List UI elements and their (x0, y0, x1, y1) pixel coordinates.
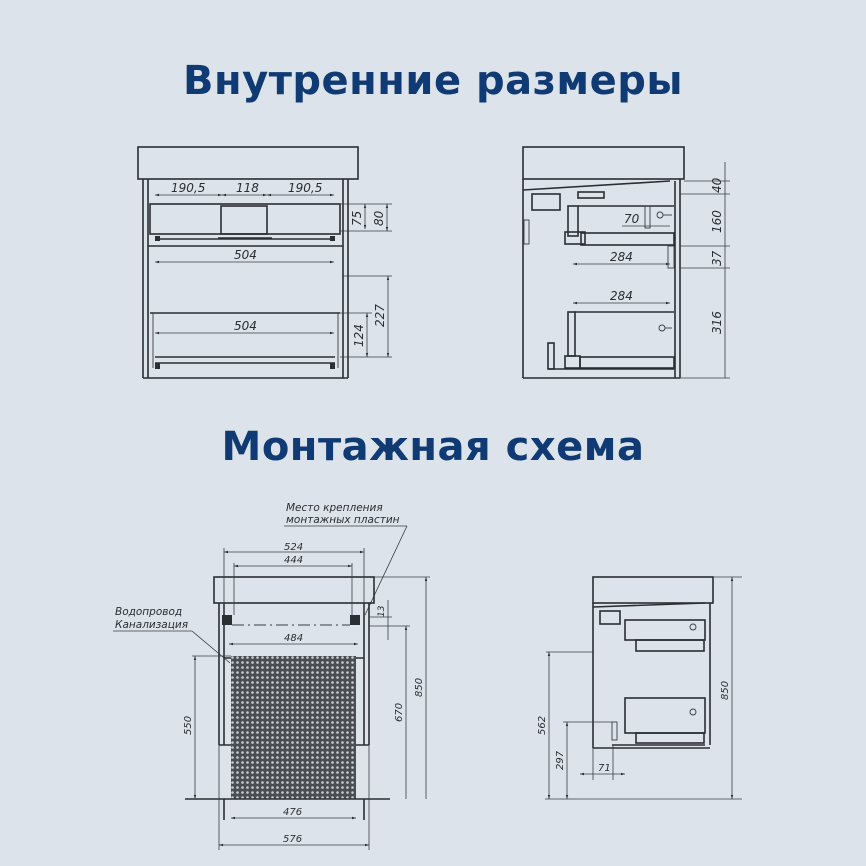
heading-internal-dimensions: Внутренние размеры (183, 58, 683, 104)
dim-cutout-70: 70 (624, 212, 640, 226)
dim-lower-drawer-width: 504 (234, 319, 257, 333)
dim-height-562: 562 (537, 716, 548, 735)
heading-mounting-scheme: Монтажная схема (221, 424, 645, 470)
dim-height-124: 124 (352, 324, 366, 347)
dim-height-670: 670 (394, 703, 405, 722)
dim-side-height-850: 850 (720, 681, 731, 700)
dim-height-40: 40 (710, 177, 724, 193)
dim-width-476: 476 (283, 807, 302, 818)
front-internal-view: 190,5 118 190,5 504 504 75 80 124 227 (137, 146, 392, 379)
dim-height-227: 227 (373, 304, 387, 327)
dim-width-484: 484 (284, 633, 303, 644)
dim-height-80: 80 (372, 210, 386, 226)
dim-height-316: 316 (710, 311, 724, 334)
dim-right-width: 190,5 (288, 181, 322, 195)
dim-center-width: 118 (236, 181, 259, 195)
dim-offset-13: 13 (377, 605, 387, 617)
dim-height-37: 37 (710, 250, 724, 266)
dim-height-75: 75 (350, 211, 364, 226)
dim-height-160: 160 (710, 210, 724, 233)
dim-height-297: 297 (555, 750, 566, 770)
dim-left-width: 190,5 (171, 181, 205, 195)
dim-lower-depth: 284 (610, 289, 633, 303)
dim-height-550: 550 (183, 716, 194, 735)
dim-upper-depth: 284 (610, 250, 633, 264)
label-utilities-2: Канализация (115, 619, 188, 631)
dim-width-576: 576 (283, 834, 302, 845)
dim-upper-drawer-width: 504 (234, 248, 257, 262)
label-utilities-1: Водопровод (115, 606, 182, 618)
dim-offset-71: 71 (598, 763, 611, 774)
dim-width-524: 524 (284, 542, 303, 553)
label-mount-point-2: монтажных пластин (286, 514, 400, 526)
side-internal-view: 70 284 284 40 160 37 316 (522, 146, 730, 379)
dim-width-444: 444 (284, 555, 303, 566)
dim-height-850: 850 (414, 678, 425, 697)
front-mounting-view: Место крепления монтажных пластин Водопр… (113, 502, 430, 850)
side-mounting-view: 850 562 297 71 (537, 576, 742, 800)
label-mount-point-1: Место крепления (286, 502, 383, 514)
